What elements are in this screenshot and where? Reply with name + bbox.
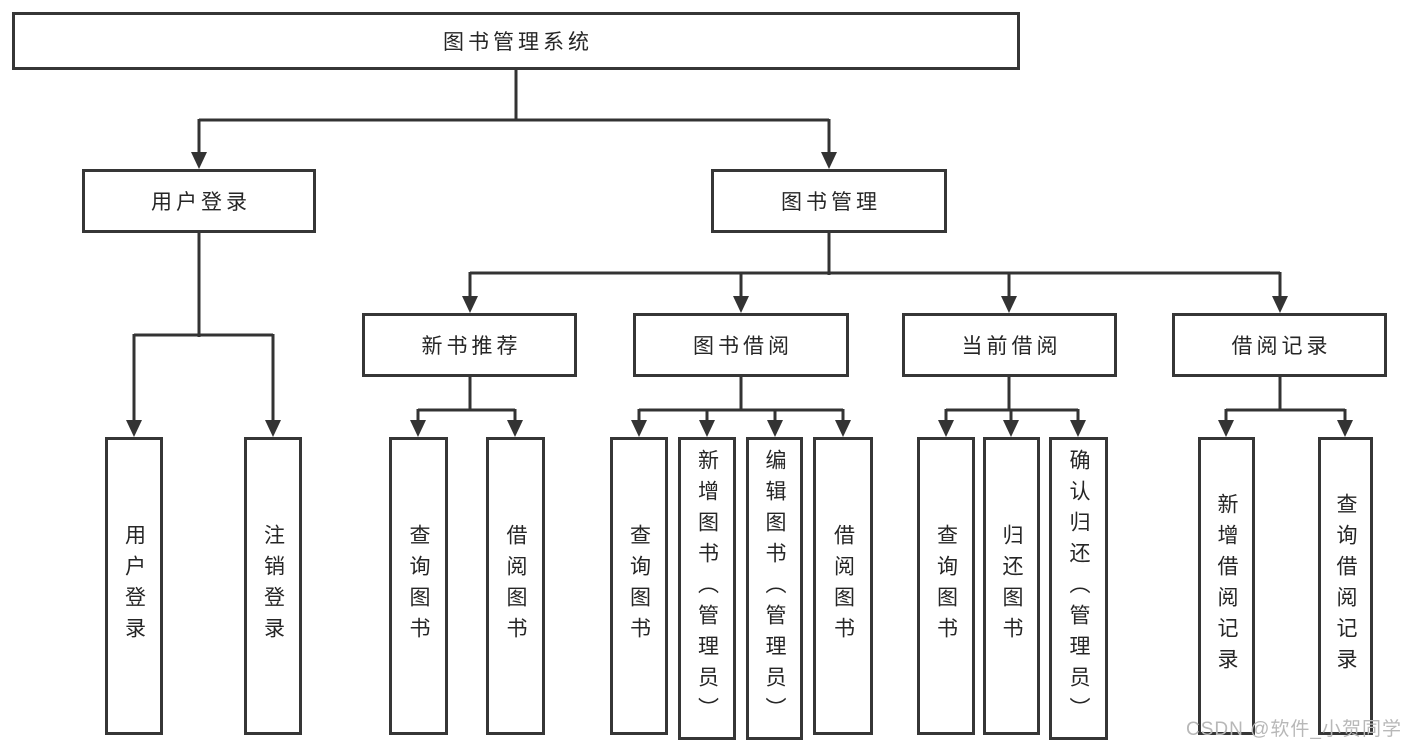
leaf-confirm-return-admin: 确认归还（管理员） bbox=[1049, 437, 1108, 740]
node-borrow-record: 借阅记录 bbox=[1172, 313, 1387, 377]
node-book-management-label: 图书管理 bbox=[781, 191, 881, 214]
node-root: 图书管理系统 bbox=[12, 12, 1020, 70]
leaf-add-books-admin: 新增图书（管理员） bbox=[678, 437, 736, 740]
leaf-edit-books-admin: 编辑图书（管理员） bbox=[746, 437, 803, 740]
node-book-management: 图书管理 bbox=[711, 169, 947, 233]
node-borrow-record-label: 借阅记录 bbox=[1231, 335, 1332, 358]
leaf-add-books-admin-label: 新增图书（管理员） bbox=[695, 449, 719, 728]
node-new-book-recommend-label: 新书推荐 bbox=[421, 335, 522, 358]
leaf-lend-books-label: 借阅图书 bbox=[831, 524, 855, 648]
leaf-confirm-return-admin-label: 确认归还（管理员） bbox=[1067, 449, 1090, 728]
csdn-watermark: CSDN @软件_小贺同学 bbox=[1186, 719, 1402, 740]
leaf-borrow-query-books: 查询图书 bbox=[610, 437, 668, 735]
node-root-label: 图书管理系统 bbox=[443, 31, 593, 54]
leaf-edit-books-admin-label: 编辑图书（管理员） bbox=[763, 449, 786, 728]
node-book-borrow: 图书借阅 bbox=[633, 313, 849, 377]
leaf-logout: 注销登录 bbox=[244, 437, 302, 735]
leaf-add-borrow-record: 新增借阅记录 bbox=[1198, 437, 1255, 735]
leaf-newbook-borrow-books: 借阅图书 bbox=[486, 437, 545, 735]
leaf-return-books: 归还图书 bbox=[983, 437, 1040, 735]
node-user-login-label: 用户登录 bbox=[151, 191, 251, 214]
leaf-return-books-label: 归还图书 bbox=[1000, 524, 1023, 648]
leaf-user-login-label: 用户登录 bbox=[122, 524, 146, 648]
node-new-book-recommend: 新书推荐 bbox=[362, 313, 577, 377]
leaf-add-borrow-record-label: 新增借阅记录 bbox=[1215, 493, 1238, 679]
leaf-logout-label: 注销登录 bbox=[261, 524, 285, 648]
node-book-borrow-label: 图书借阅 bbox=[693, 335, 793, 358]
leaf-query-borrow-record: 查询借阅记录 bbox=[1318, 437, 1373, 735]
leaf-query-borrow-record-label: 查询借阅记录 bbox=[1334, 493, 1357, 679]
leaf-newbook-borrow-books-label: 借阅图书 bbox=[504, 524, 527, 648]
leaf-current-query-books: 查询图书 bbox=[917, 437, 975, 735]
node-current-borrow: 当前借阅 bbox=[902, 313, 1117, 377]
node-user-login: 用户登录 bbox=[82, 169, 316, 233]
leaf-user-login: 用户登录 bbox=[105, 437, 163, 735]
leaf-newbook-query-books: 查询图书 bbox=[389, 437, 448, 735]
leaf-borrow-query-books-label: 查询图书 bbox=[627, 524, 651, 648]
node-current-borrow-label: 当前借阅 bbox=[961, 335, 1062, 358]
leaf-current-query-books-label: 查询图书 bbox=[934, 524, 958, 648]
arrowhead-icons bbox=[126, 152, 1353, 437]
leaf-newbook-query-books-label: 查询图书 bbox=[407, 524, 430, 648]
leaf-lend-books: 借阅图书 bbox=[813, 437, 873, 735]
